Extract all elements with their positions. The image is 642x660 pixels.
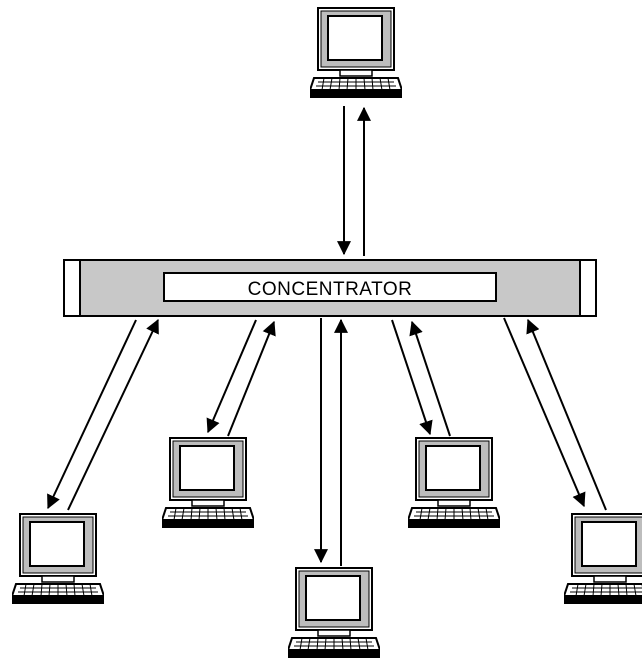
computer-bottom-far-right: [564, 513, 642, 605]
link-top: [337, 106, 371, 256]
concentrator-left-end: [63, 259, 81, 317]
arrow-down: [391, 319, 433, 436]
concentrator-right-end: [579, 259, 597, 317]
arrow-down: [47, 319, 137, 510]
arrow-down: [206, 319, 257, 434]
computer-bottom-left: [162, 437, 254, 529]
arrow-up: [227, 320, 276, 437]
computer-top: [310, 7, 402, 99]
link-far-left: [47, 318, 159, 511]
link-right: [391, 319, 451, 437]
concentrator-label: CONCENTRATOR: [248, 279, 413, 300]
concentrator-label-box: [163, 272, 497, 302]
arrow-up: [67, 318, 159, 511]
link-center: [314, 318, 348, 566]
computer-bottom-far-left: [12, 513, 104, 605]
concentrator: CONCENTRATOR: [63, 259, 597, 317]
computer-bottom-right: [408, 437, 500, 529]
arrow-down: [503, 317, 586, 508]
arrow-up: [409, 320, 451, 437]
link-left: [206, 319, 276, 437]
computer-bottom-center: [288, 567, 380, 659]
link-far-right: [503, 317, 607, 511]
arrow-up: [526, 318, 607, 511]
